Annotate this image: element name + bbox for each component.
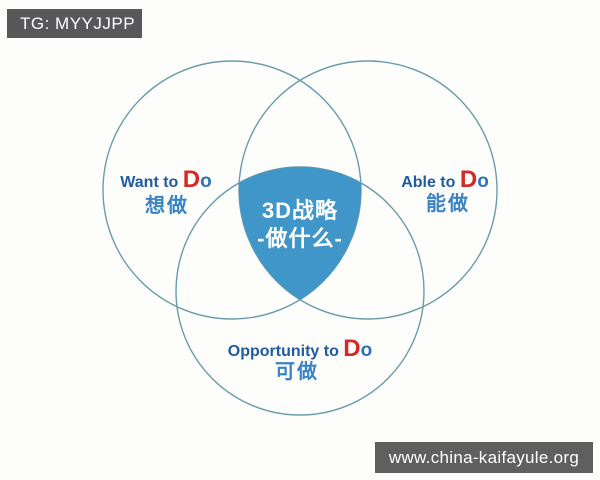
label-opportunity-prefix: Opportunity to — [228, 343, 344, 360]
center-title-line1: 3D战略 — [262, 198, 338, 223]
label-want-d-letter: D — [183, 166, 200, 193]
label-want-en: Want to Do — [120, 166, 211, 193]
website-watermark-badge: www.china-kaifayule.org — [375, 442, 593, 473]
telegram-watermark-text: TG: MYYJJPP — [20, 13, 136, 33]
label-opportunity-o-letter: o — [361, 340, 373, 361]
label-able-o-letter: o — [477, 171, 489, 192]
label-opportunity-en: Opportunity to Do — [228, 335, 372, 362]
center-title-line2: -做什么- — [257, 226, 343, 251]
label-able-en: Able to Do — [401, 166, 489, 193]
label-able-zh: 能做 — [426, 191, 470, 215]
label-want-o-letter: o — [200, 171, 212, 192]
telegram-watermark-badge: TG: MYYJJPP — [7, 9, 142, 38]
label-able-prefix: Able to — [401, 174, 460, 191]
label-want-zh: 想做 — [145, 193, 189, 217]
label-opportunity-zh: 可做 — [275, 359, 319, 383]
label-want-prefix: Want to — [120, 174, 183, 191]
circle-able — [238, 60, 498, 320]
center-intersection-shape — [239, 166, 361, 300]
label-opportunity-d-letter: D — [343, 335, 360, 362]
label-able-d-letter: D — [460, 166, 477, 193]
circle-want — [102, 60, 362, 320]
website-watermark-text: www.china-kaifayule.org — [388, 447, 580, 467]
